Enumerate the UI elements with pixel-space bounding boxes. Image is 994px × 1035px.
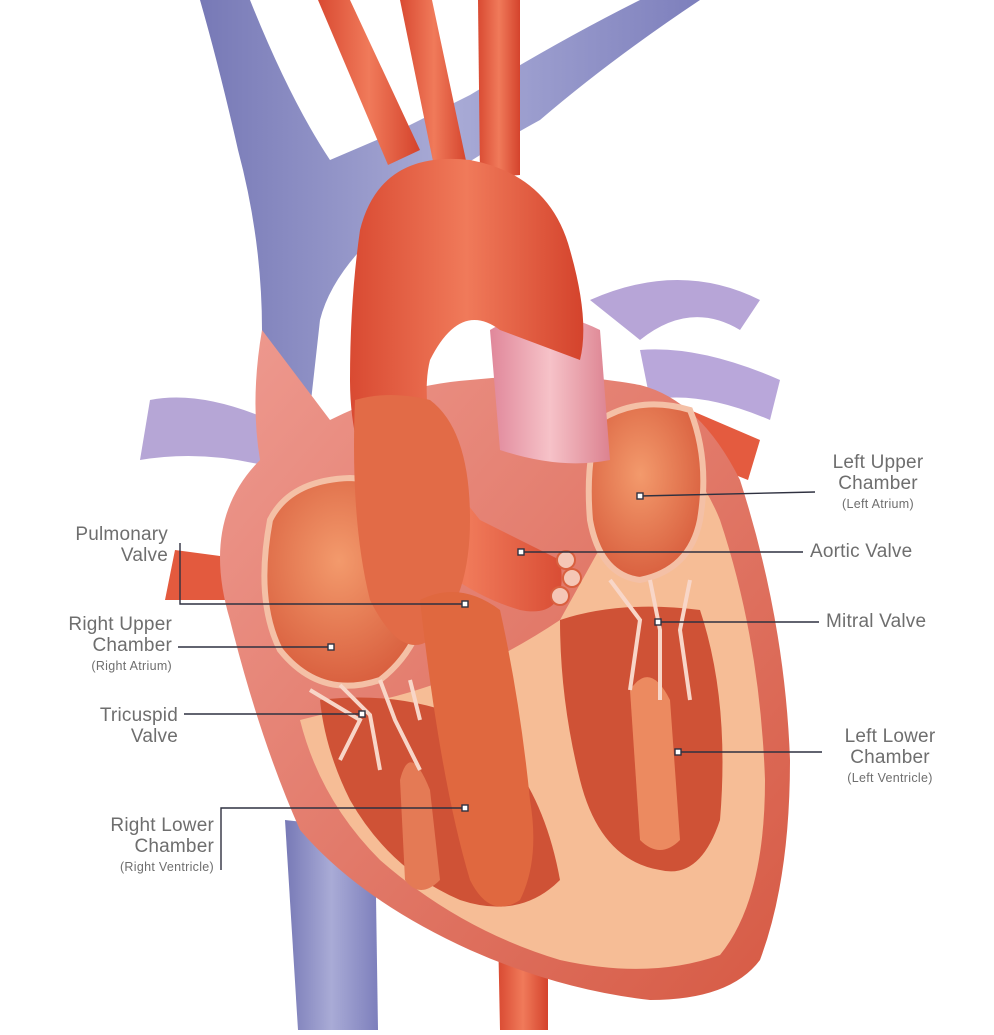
label-tricuspid-valve: Tricuspid Valve	[40, 705, 178, 748]
septum	[420, 592, 534, 907]
label-subtext: (Right Ventricle)	[119, 859, 214, 874]
label-subtext: (Left Atrium)	[842, 496, 914, 511]
leader-lines	[178, 491, 822, 870]
leader-markers	[327, 492, 682, 812]
label-text: Pulmonary	[75, 524, 168, 545]
label-subtext: (Right Atrium)	[91, 658, 172, 673]
marker-left-ventricle	[674, 748, 682, 756]
label-text: Chamber	[134, 836, 214, 858]
label-text: Valve	[120, 545, 168, 567]
label-text: Valve	[130, 726, 178, 748]
label-pulmonary-valve: Pulmonary Valve	[40, 524, 168, 567]
left-atrium	[585, 401, 707, 584]
marker-right-ventricle	[461, 804, 469, 812]
label-text: Left Upper	[832, 452, 924, 473]
label-text: Chamber	[92, 635, 172, 657]
arterial-branches	[318, 0, 520, 178]
label-text: Chamber	[850, 747, 930, 769]
label-right-lower-chamber: Right Lower Chamber (Right Ventricle)	[60, 815, 214, 874]
pulmonary-artery	[350, 158, 584, 645]
label-left-lower-chamber: Left Lower Chamber (Left Ventricle)	[820, 726, 960, 785]
tricuspid-valve	[308, 679, 422, 771]
label-text: Chamber	[838, 473, 918, 495]
marker-pulmonary-valve	[461, 600, 469, 608]
label-text: Tricuspid	[99, 705, 178, 726]
label-aortic-valve: Aortic Valve	[810, 541, 960, 562]
aortic-valve	[550, 550, 582, 606]
label-text: Mitral Valve	[826, 611, 927, 632]
label-mitral-valve: Mitral Valve	[826, 611, 976, 632]
label-text: Right Upper	[68, 614, 172, 635]
left-ventricle	[560, 606, 723, 872]
label-text: Aortic Valve	[810, 541, 913, 562]
label-right-upper-chamber: Right Upper Chamber (Right Atrium)	[30, 614, 172, 673]
marker-mitral-valve	[654, 618, 662, 626]
label-text: Right Lower	[110, 815, 214, 836]
marker-aortic-valve	[517, 548, 525, 556]
superior-vena-cava	[200, 0, 700, 520]
pulmonary-veins-left	[590, 280, 780, 480]
marker-left-atrium	[636, 492, 644, 500]
label-left-upper-chamber: Left Upper Chamber (Left Atrium)	[808, 452, 948, 511]
mitral-valve	[608, 578, 692, 701]
label-text: Left Lower	[844, 726, 936, 747]
label-subtext: (Left Ventricle)	[847, 770, 933, 785]
marker-tricuspid-valve	[358, 710, 366, 718]
marker-right-atrium	[327, 643, 335, 651]
